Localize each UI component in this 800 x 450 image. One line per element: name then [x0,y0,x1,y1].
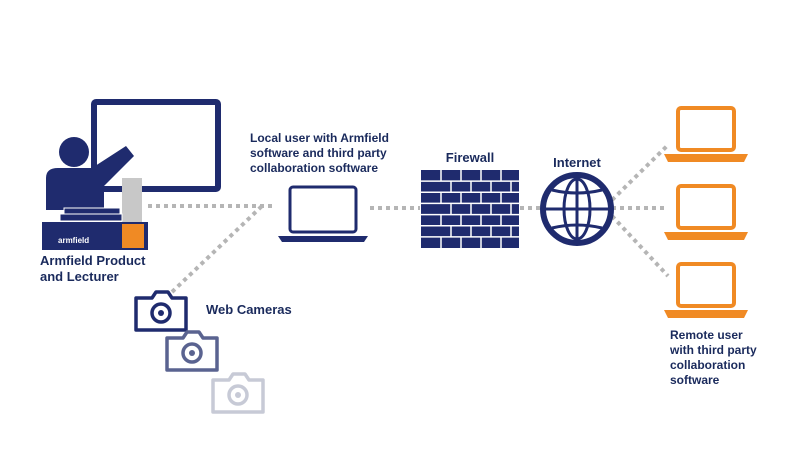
local-laptop-icon [278,185,368,242]
remote-laptop-icon [664,106,748,162]
brand-text: armfield [58,236,90,245]
orange-panel [122,224,144,248]
camera-icon [134,290,188,332]
presenter-body [46,146,134,210]
local-user-label: Local user with Armfield software and th… [250,131,389,175]
camera-icon [211,372,265,414]
camera-icon [165,330,219,372]
remote-laptop-icon [664,262,748,318]
lecturer-label: Armfield Product and Lecturer [40,253,146,284]
connector-cameras-laptop [170,204,264,294]
whiteboard [91,99,221,192]
presenter-head [59,137,89,167]
desk-screen [122,178,142,222]
globe-icon [540,172,614,246]
web-cameras-label: Web Cameras [206,302,292,317]
connector-internet-remote-bottom [610,214,670,278]
connector-internet-remote-top [610,143,670,202]
internet-label: Internet [553,155,601,170]
connectors [148,143,670,294]
firewall-label: Firewall [445,150,495,165]
remote-user-label: Remote user with third party collaborati… [670,328,757,387]
papers [59,213,123,222]
brick-wall-icon [421,170,519,248]
remote-laptop-icon [664,184,748,240]
presenter-icon [42,99,221,250]
